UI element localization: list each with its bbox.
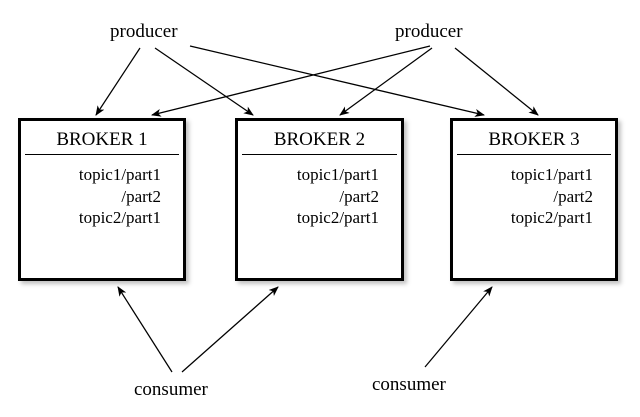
topic-line: topic2/part1 bbox=[78, 208, 161, 228]
topic-line: topic1/part1 bbox=[78, 164, 161, 184]
edge-producer-right-to-broker-2 bbox=[339, 47, 433, 116]
topic-line: topic2/part1 bbox=[510, 208, 593, 228]
broker-title: BROKER 3 bbox=[488, 129, 580, 150]
edge-producer-left-to-broker-2 bbox=[154, 47, 254, 116]
topic-line: /part2 bbox=[121, 186, 161, 206]
topic-line: topic2/part1 bbox=[296, 208, 379, 228]
topic-line: /part2 bbox=[553, 186, 593, 206]
topic-line: topic1/part1 bbox=[296, 164, 379, 184]
edge-consumer-left-to-broker-1 bbox=[117, 286, 173, 373]
edge-consumer-left-to-broker-2 bbox=[181, 286, 279, 373]
broker-divider bbox=[25, 153, 179, 155]
edge-producer-left-to-broker-3 bbox=[189, 45, 485, 117]
edge-producer-right-to-broker-1 bbox=[151, 45, 431, 117]
producer-label-1[interactable]: producer bbox=[110, 21, 178, 42]
edge-consumer-right-to-broker-3 bbox=[424, 286, 493, 368]
topic-line: /part2 bbox=[339, 186, 379, 206]
broker-divider bbox=[242, 153, 397, 155]
producer-label-2[interactable]: producer bbox=[395, 21, 463, 42]
broker-divider bbox=[457, 153, 611, 155]
broker-title: BROKER 1 bbox=[56, 129, 148, 150]
topic-line: topic1/part1 bbox=[510, 164, 593, 184]
consumer-label-1[interactable]: consumer bbox=[134, 379, 208, 400]
edge-producer-left-to-broker-1 bbox=[95, 47, 141, 116]
consumer-label-2[interactable]: consumer bbox=[372, 374, 446, 395]
broker-title: BROKER 2 bbox=[273, 129, 366, 150]
edge-producer-right-to-broker-3 bbox=[454, 47, 539, 116]
